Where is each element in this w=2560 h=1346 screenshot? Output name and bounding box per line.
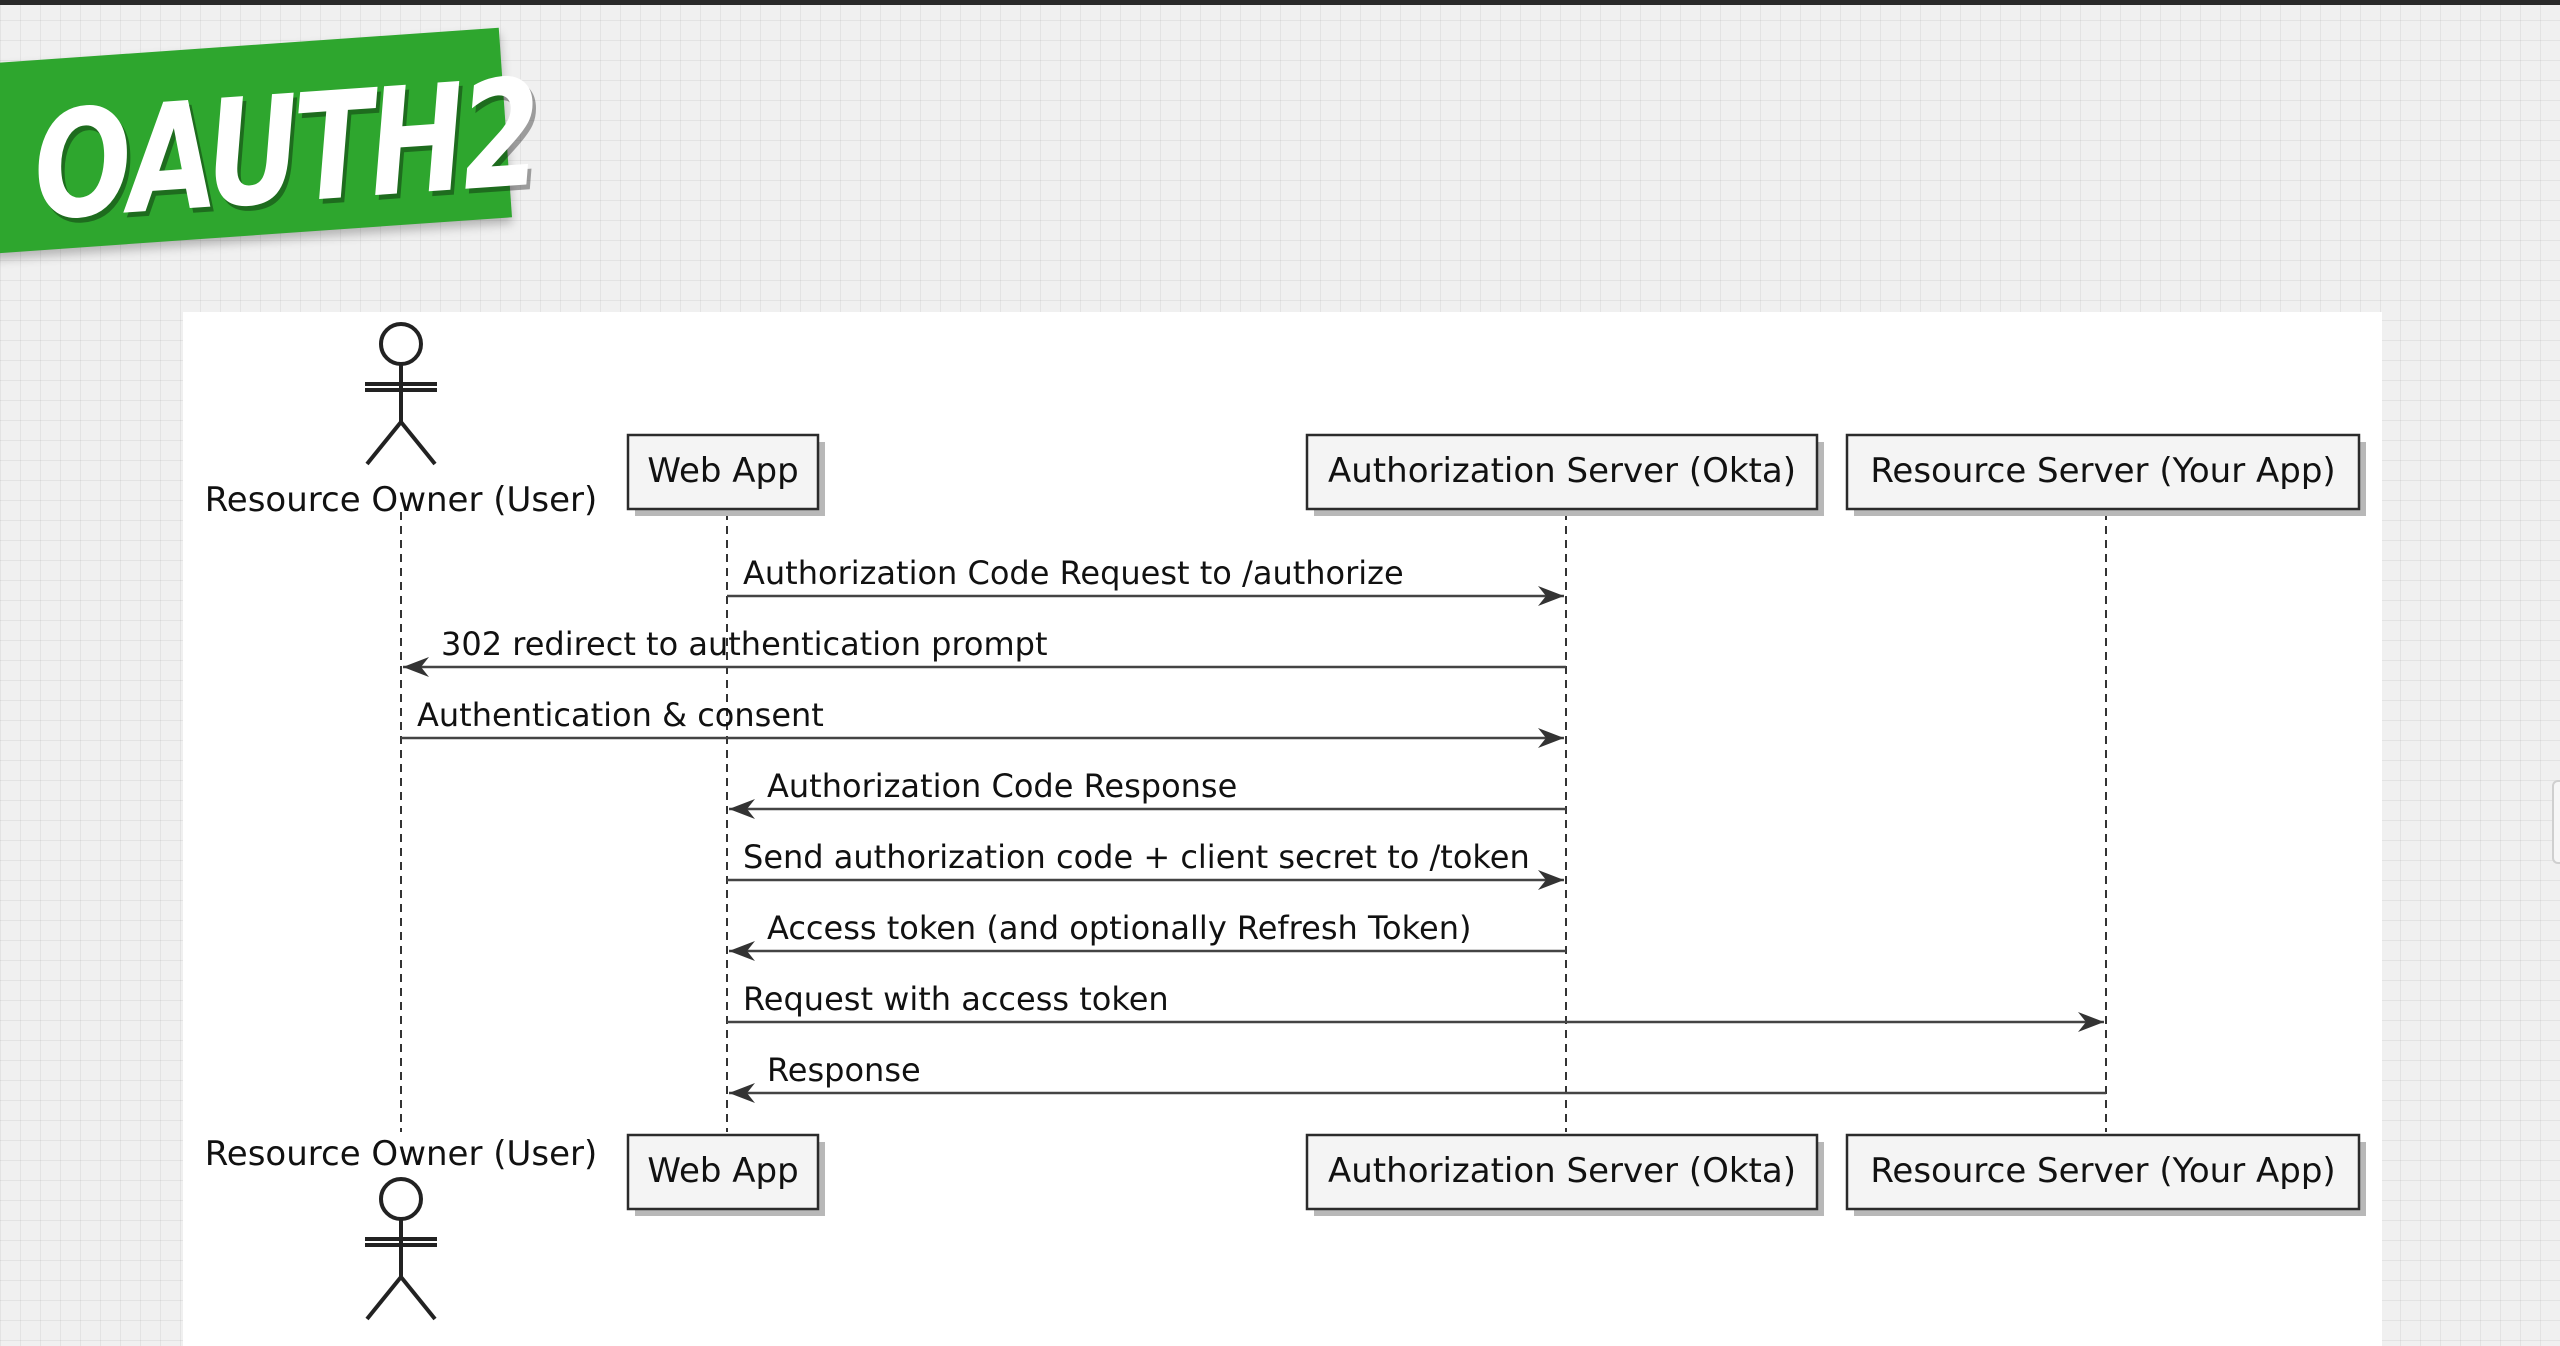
- side-panel-handle[interactable]: [2552, 780, 2560, 864]
- message-label: Access token (and optionally Refresh Tok…: [767, 909, 1471, 947]
- message-arrowhead: [1538, 728, 1564, 748]
- message-label: 302 redirect to authentication prompt: [441, 625, 1048, 663]
- participant-box-webapp-bottom: Web App: [626, 1133, 825, 1216]
- sequence-diagram-panel: Resource Owner (User) Resource Owner (Use…: [183, 312, 2382, 1346]
- participant-box-resource-top: Resource Server (Your App): [1845, 433, 2366, 516]
- participant-box-webapp-top: Web App: [626, 433, 825, 516]
- message-arrowhead: [1538, 870, 1564, 890]
- participant-label: Resource Server (Your App): [1870, 451, 2335, 491]
- participant-box-authz-top: Authorization Server (Okta): [1305, 433, 1824, 516]
- message-label: Authorization Code Request to /authorize: [743, 554, 1404, 592]
- sequence-diagram: Resource Owner (User) Resource Owner (Use…: [205, 322, 2366, 1321]
- message-arrowhead: [1538, 586, 1564, 606]
- message-label: Request with access token: [743, 980, 1169, 1018]
- participant-box-resource-bottom: Resource Server (Your App): [1845, 1133, 2366, 1216]
- message-label: Authentication & consent: [417, 696, 824, 734]
- message-arrowhead: [729, 1083, 755, 1103]
- actor-figure-bottom: [365, 1177, 437, 1321]
- message-arrowhead: [403, 657, 429, 677]
- participant-label: Web App: [647, 451, 798, 491]
- message-label: Authorization Code Response: [767, 767, 1237, 805]
- participant-label: Web App: [647, 1151, 798, 1191]
- participant-label: Resource Server (Your App): [1870, 1151, 2335, 1191]
- participant-label: Authorization Server (Okta): [1328, 451, 1796, 491]
- participant-label-top: Resource Owner (User): [205, 480, 598, 520]
- oauth2-logo: OAUTH2: [28, 46, 543, 254]
- message-label: Send authorization code + client secret …: [743, 838, 1530, 876]
- message-label: Response: [767, 1051, 921, 1089]
- participant-label-bottom: Resource Owner (User): [205, 1134, 598, 1174]
- message-arrowhead: [2078, 1012, 2104, 1032]
- message-arrowhead: [729, 799, 755, 819]
- window-top-edge: [0, 0, 2560, 5]
- actor-figure-top: [365, 322, 437, 466]
- participant-label: Authorization Server (Okta): [1328, 1151, 1796, 1191]
- message-arrowhead: [729, 941, 755, 961]
- participant-box-authz-bottom: Authorization Server (Okta): [1305, 1133, 1824, 1216]
